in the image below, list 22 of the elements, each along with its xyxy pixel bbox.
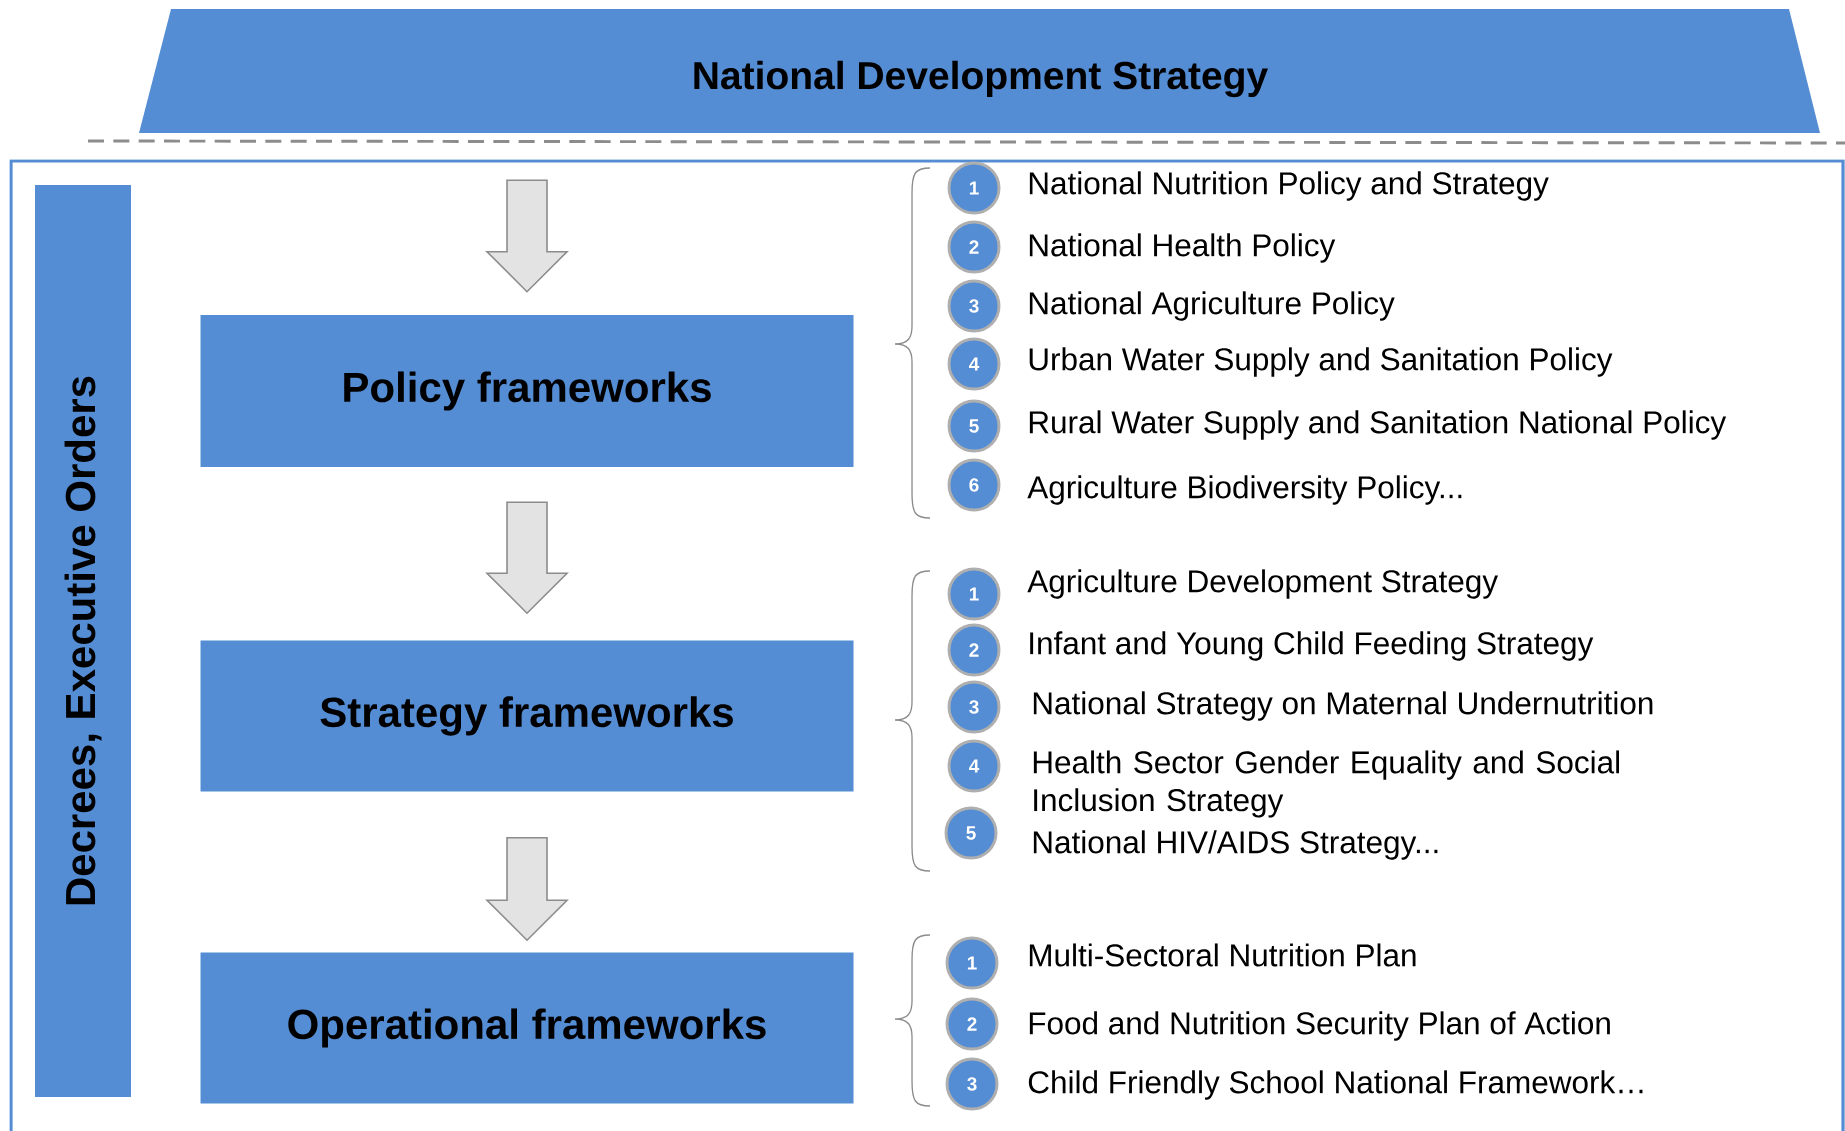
item-text: Health Sector Gender Equality and Social Inclusion Strategy [1033, 750, 1619, 818]
item-text: National Health Policy [1029, 233, 1336, 263]
item-text: Agriculture Development Strategy [1027, 569, 1498, 599]
item-text: National Nutrition Policy and Strategy [1029, 171, 1549, 201]
block-arrow [485, 501, 569, 615]
item-text: Rural Water Supply and Sanitation National Policy [1029, 410, 1727, 440]
item-text: Urban Water Supply and Sanitation Policy [1029, 347, 1613, 377]
framework-box: Operational frameworks [200, 952, 854, 1104]
item-text: National HIV/AIDS Strategy... [1033, 830, 1438, 860]
block-arrow [485, 179, 569, 293]
item-text: National Agriculture Policy [1029, 291, 1395, 321]
item-text: Child Friendly School National Framework… [1028, 1070, 1643, 1100]
vertical-band: Decrees, Executive Orders [35, 185, 131, 1097]
framework-box: Policy frameworks [200, 315, 854, 467]
item-text: Infant and Young Child Feeding Strategy [1030, 631, 1594, 661]
item-text: National Strategy on Maternal Undernutrition [1033, 691, 1653, 721]
item-text: Agriculture Biodiversity Policy... [1027, 475, 1462, 505]
block-arrow [485, 836, 569, 942]
item-text: Food and Nutrition Security Plan of Action [1029, 1011, 1610, 1041]
item-text: Multi-Sectoral Nutrition Plan [1029, 943, 1416, 967]
trapezoid-banner: National Development Strategy [139, 9, 1820, 133]
framework-box: Strategy frameworks [200, 640, 854, 792]
